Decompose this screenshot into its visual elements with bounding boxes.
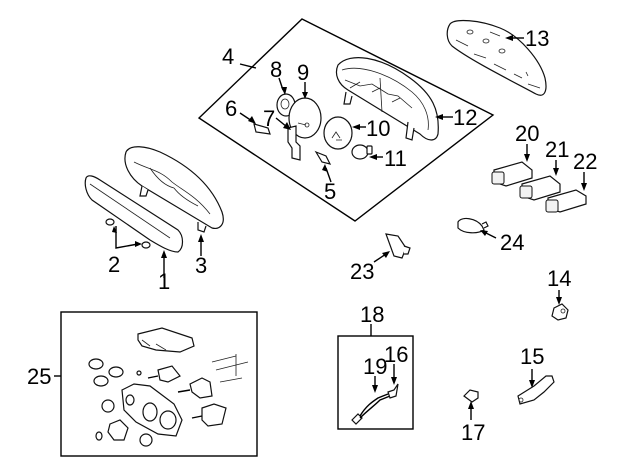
bulb-11 — [351, 144, 373, 160]
clip-17 — [463, 389, 479, 403]
callout-25: 25 — [27, 364, 51, 389]
callout-5: 5 — [324, 179, 336, 204]
callout-10: 10 — [366, 116, 390, 141]
cluster-rear-housing-3 — [124, 146, 224, 233]
bracket-7 — [287, 125, 301, 161]
knob-24 — [457, 217, 489, 234]
callout-15: 15 — [520, 344, 544, 369]
callout-21: 21 — [545, 137, 569, 162]
sensor-15 — [517, 375, 555, 405]
callout-7: 7 — [263, 106, 275, 131]
callout-12: 12 — [453, 105, 477, 130]
callout-4: 4 — [222, 44, 234, 69]
switch-22 — [545, 189, 587, 213]
clip-2 — [105, 218, 151, 249]
callout-13: 13 — [525, 26, 549, 51]
callout-11: 11 — [384, 146, 407, 171]
harness-19 — [351, 383, 399, 425]
callout-23: 23 — [350, 259, 374, 284]
bezel-1 — [84, 175, 184, 253]
lens-6 — [253, 123, 271, 135]
climate-control-25 — [88, 327, 249, 447]
callout-16: 16 — [384, 342, 408, 367]
callout-1: 1 — [158, 269, 170, 294]
cluster-housing-12 — [335, 57, 439, 141]
callout-18: 18 — [360, 302, 384, 327]
callout-19: 19 — [363, 354, 387, 379]
callout-20: 20 — [515, 121, 539, 146]
callout-17: 17 — [461, 420, 485, 445]
callout-8: 8 — [270, 57, 282, 82]
callout-9: 9 — [297, 60, 309, 85]
switch-21 — [519, 175, 561, 201]
knob-23 — [385, 233, 411, 259]
faceplate-13 — [446, 19, 547, 96]
callout-14: 14 — [547, 266, 571, 291]
leader-2 — [115, 226, 139, 249]
callout-22: 22 — [573, 149, 597, 174]
callout-6: 6 — [225, 96, 237, 121]
leader-4 — [239, 63, 257, 69]
callout-3: 3 — [195, 253, 207, 278]
lens-5 — [314, 150, 332, 165]
switch-20 — [491, 161, 533, 187]
assembly-box-4 — [197, 18, 495, 222]
gauge-10 — [323, 116, 353, 150]
callout-24: 24 — [500, 230, 524, 255]
callout-2: 2 — [108, 252, 120, 277]
bulb-socket-14 — [551, 303, 569, 321]
